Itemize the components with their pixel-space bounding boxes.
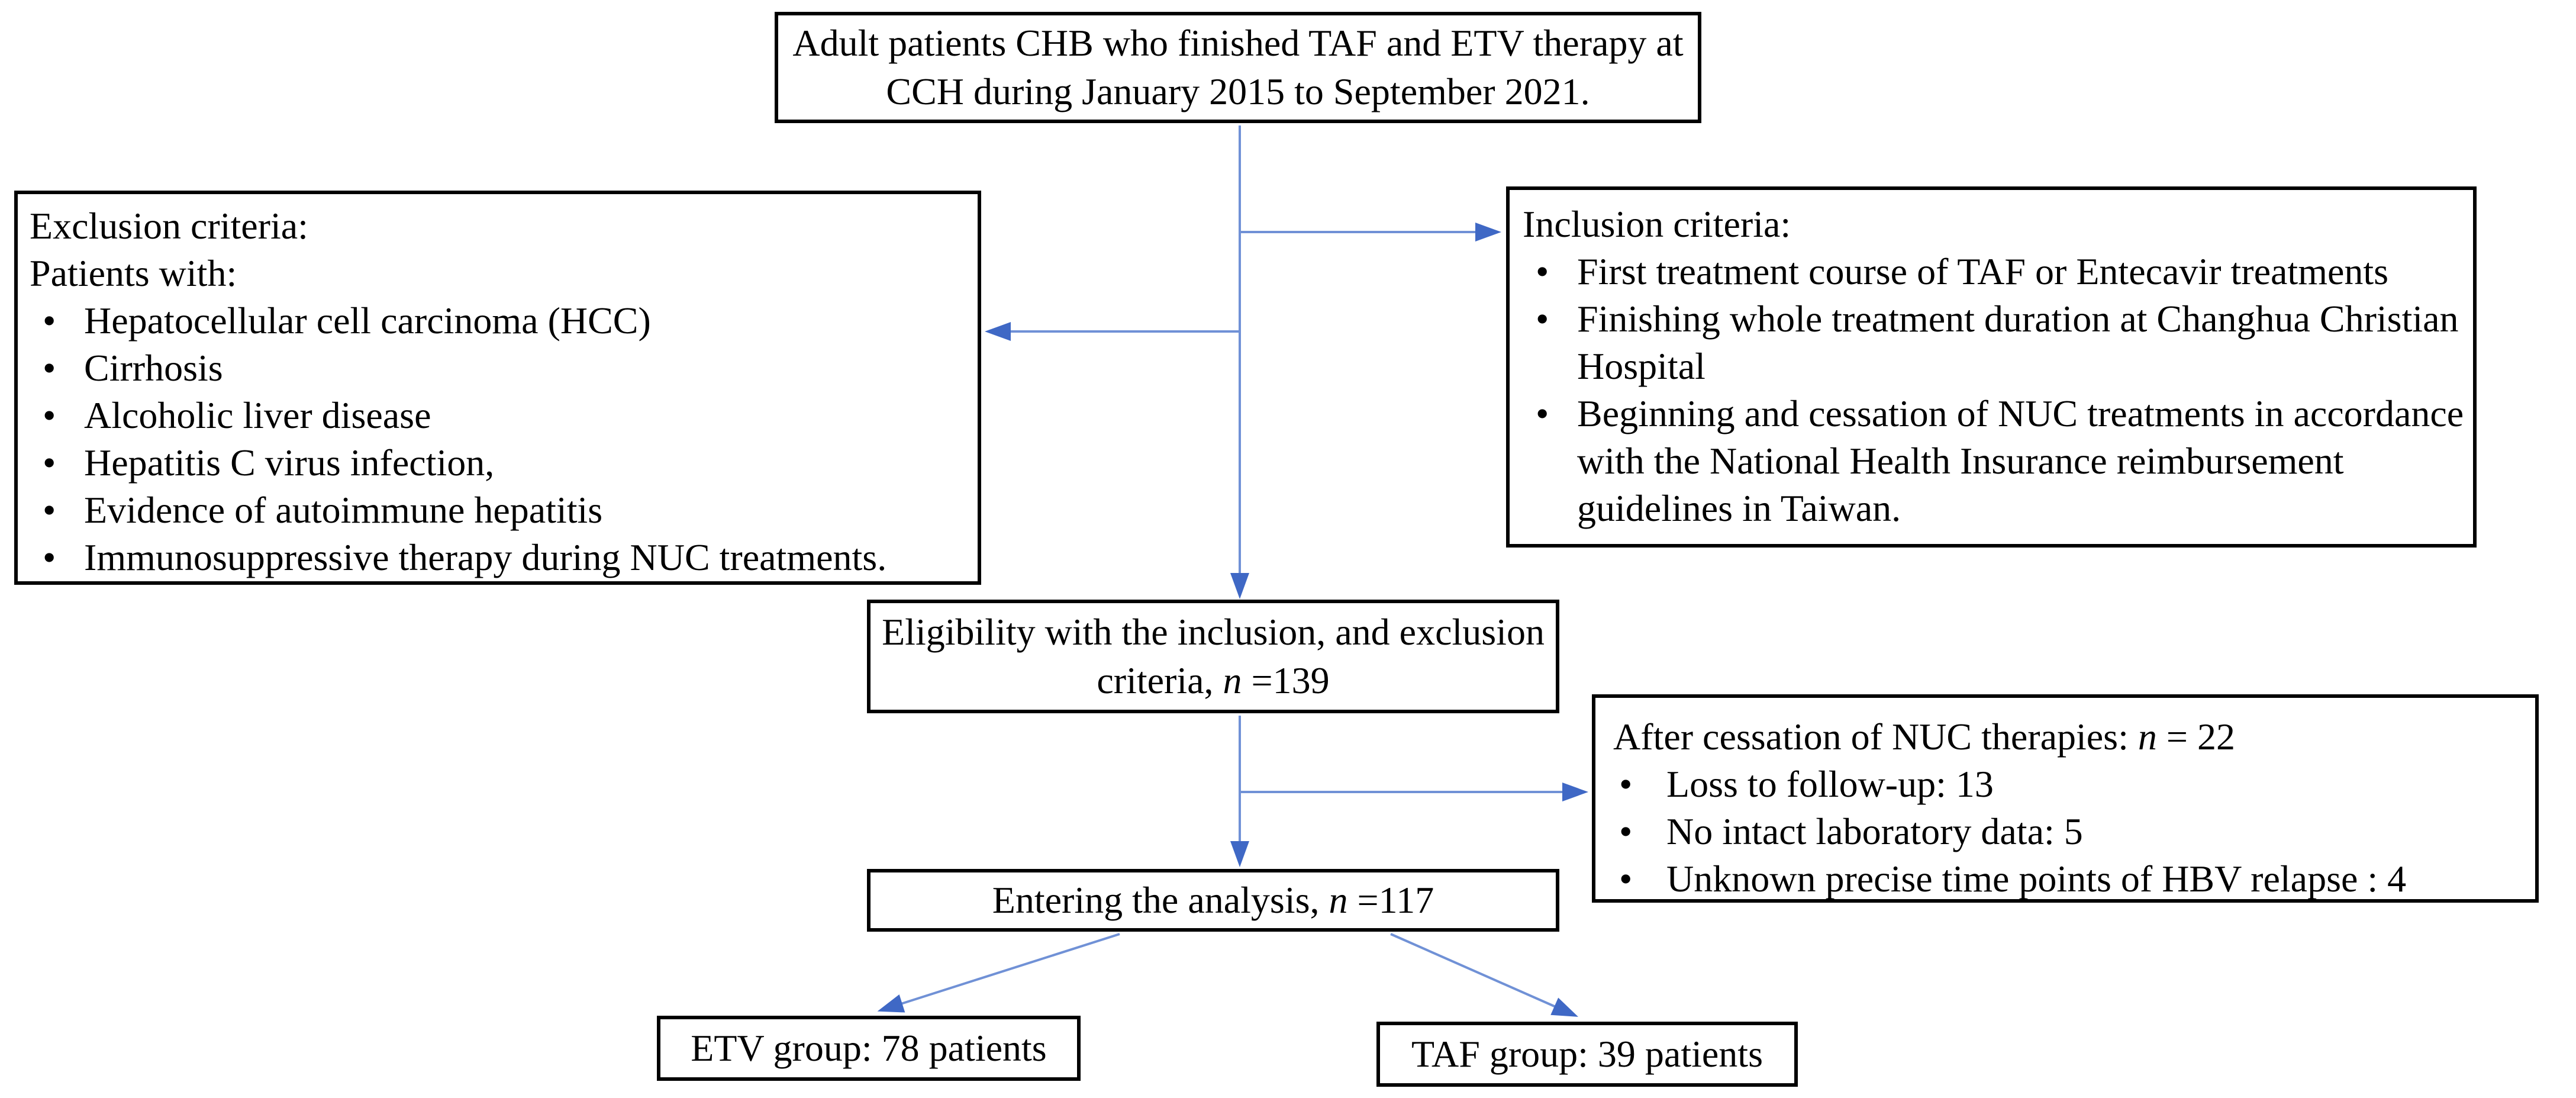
exclusion-bullet: Evidence of autoimmune hepatitis [30, 487, 972, 534]
box-inclusion-criteria: Inclusion criteria: First treatment cour… [1506, 186, 2477, 548]
after-cessation-title: After cessation of NUC therapies: n = 22 [1613, 713, 2529, 761]
study-population-line: CCH during January 2015 to September 202… [886, 70, 1590, 112]
entering-analysis-count: =117 [1347, 879, 1434, 921]
inclusion-bullet-line: Beginning and cessation of NUC treatment… [1577, 392, 2464, 434]
inclusion-header: Inclusion criteria: [1523, 203, 1791, 245]
inclusion-bullet-line: Hospital [1577, 345, 1705, 387]
inclusion-bullet-line: with the National Health Insurance reimb… [1577, 440, 2344, 482]
exclusion-bullet-list: Hepatocellular cell carcinoma (HCC) Cirr… [30, 297, 972, 581]
after-cessation-count: = 22 [2156, 716, 2235, 758]
exclusion-header: Exclusion criteria: [30, 205, 308, 247]
after-cessation-text: After cessation of NUC therapies: [1613, 716, 2138, 758]
etv-group-label: ETV group: 78 patients [691, 1027, 1047, 1069]
study-population-line: Adult patients CHB who finished TAF and … [792, 22, 1684, 64]
box-taf-group: TAF group: 39 patients [1376, 1022, 1798, 1087]
exclusion-bullet: Hepatitis C virus infection, [30, 439, 972, 487]
eligibility-line: Eligibility with the inclusion, and excl… [882, 611, 1545, 653]
entering-analysis-line: Entering the analysis, n =117 [992, 876, 1434, 925]
inclusion-bullet: First treatment course of TAF or Entecav… [1523, 248, 2467, 295]
exclusion-subheader: Patients with: [30, 252, 237, 294]
box-exclusion-criteria: Exclusion criteria: Patients with: Hepat… [14, 191, 981, 585]
entering-analysis-text: Entering the analysis, [992, 879, 1329, 921]
eligibility-text: criteria, [1097, 659, 1223, 701]
inclusion-bullet: Finishing whole treatment duration at Ch… [1523, 295, 2467, 390]
after-cessation-bullet-list: Loss to follow-up: 13 No intact laborato… [1613, 761, 2529, 903]
exclusion-bullet: Alcoholic liver disease [30, 392, 972, 439]
arrow-entering-to-etv [877, 933, 1120, 1013]
n-symbol: n [1223, 659, 1242, 701]
exclusion-bullet: Immunosuppressive therapy during NUC tre… [30, 534, 972, 581]
box-after-cessation-losses: After cessation of NUC therapies: n = 22… [1592, 694, 2539, 903]
exclusion-bullet: Hepatocellular cell carcinoma (HCC) [30, 297, 972, 344]
inclusion-bullet-line: First treatment course of TAF or Entecav… [1577, 250, 2389, 292]
box-study-population: Adult patients CHB who finished TAF and … [775, 12, 1701, 123]
n-symbol: n [2137, 716, 2157, 758]
box-etv-group: ETV group: 78 patients [657, 1016, 1081, 1081]
taf-group-label: TAF group: 39 patients [1411, 1033, 1763, 1075]
eligibility-line: criteria, n =139 [1097, 656, 1329, 705]
after-cessation-bullet: Unknown precise time points of HBV relap… [1613, 855, 2529, 903]
box-entering-analysis: Entering the analysis, n =117 [867, 869, 1559, 932]
box-eligibility: Eligibility with the inclusion, and excl… [867, 600, 1559, 713]
arrow-entering-to-taf [1390, 933, 1578, 1017]
eligibility-count: =139 [1242, 659, 1330, 701]
after-cessation-bullet: No intact laboratory data: 5 [1613, 808, 2529, 855]
exclusion-bullet: Cirrhosis [30, 344, 972, 392]
inclusion-bullet-line: Finishing whole treatment duration at Ch… [1577, 298, 2459, 340]
inclusion-bullet-line: guidelines in Taiwan. [1577, 487, 1901, 529]
inclusion-bullet: Beginning and cessation of NUC treatment… [1523, 390, 2467, 532]
n-symbol: n [1329, 879, 1348, 921]
after-cessation-bullet: Loss to follow-up: 13 [1613, 761, 2529, 808]
inclusion-bullet-list: First treatment course of TAF or Entecav… [1523, 248, 2467, 532]
